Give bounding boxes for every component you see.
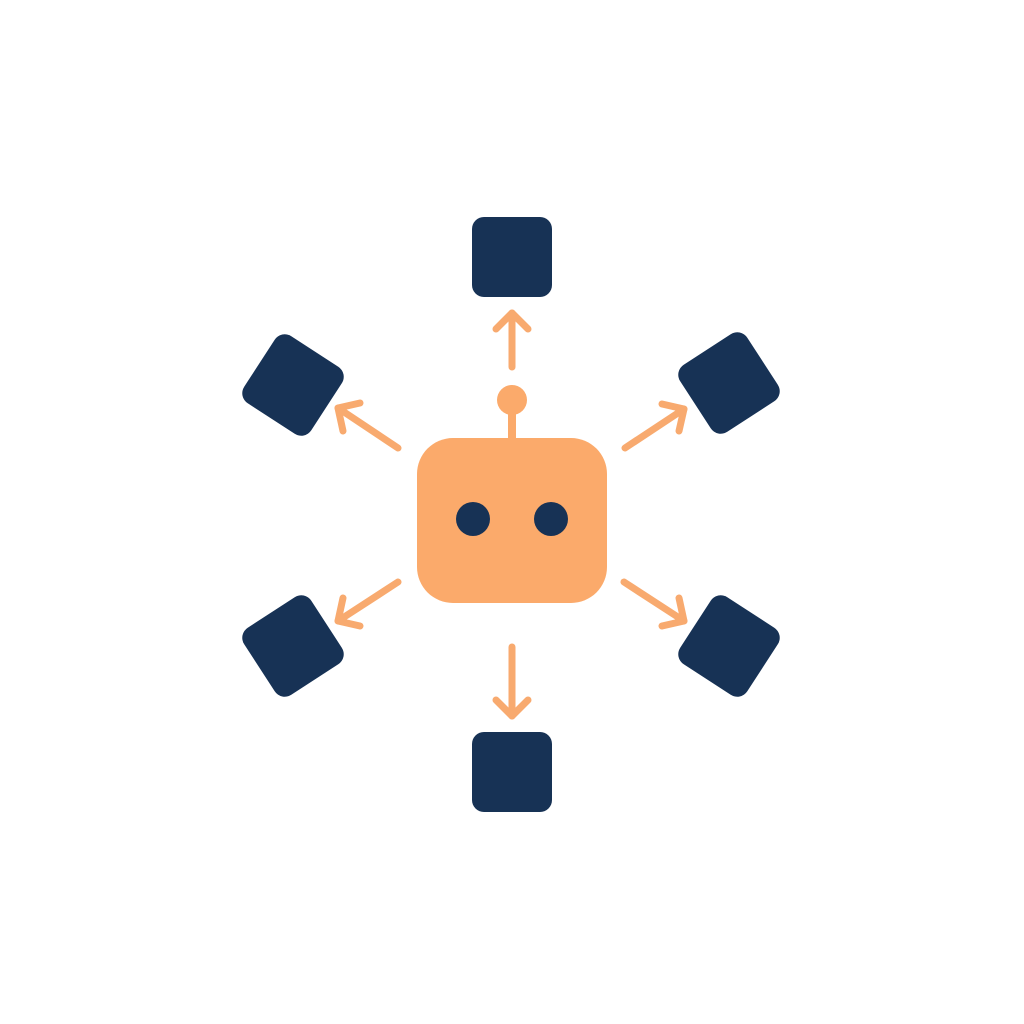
robot-icon [417, 385, 607, 603]
robot-right-eye [534, 502, 568, 536]
robot-antenna-ball [497, 385, 527, 415]
arrow-lower-left [334, 578, 402, 630]
node-upper-left [242, 334, 344, 436]
node-lower-left [242, 595, 344, 697]
node-top [472, 217, 552, 297]
arrow-lower-right [620, 578, 688, 630]
node-lower-right [678, 595, 780, 697]
node-bottom [472, 732, 552, 812]
arrow-bottom [492, 643, 532, 720]
robot-left-eye [456, 502, 490, 536]
arrow-upper-right [621, 400, 688, 452]
robot-head [417, 438, 607, 603]
arrow-upper-left [334, 399, 402, 452]
arrow-top [492, 309, 532, 371]
node-upper-right [678, 332, 780, 434]
